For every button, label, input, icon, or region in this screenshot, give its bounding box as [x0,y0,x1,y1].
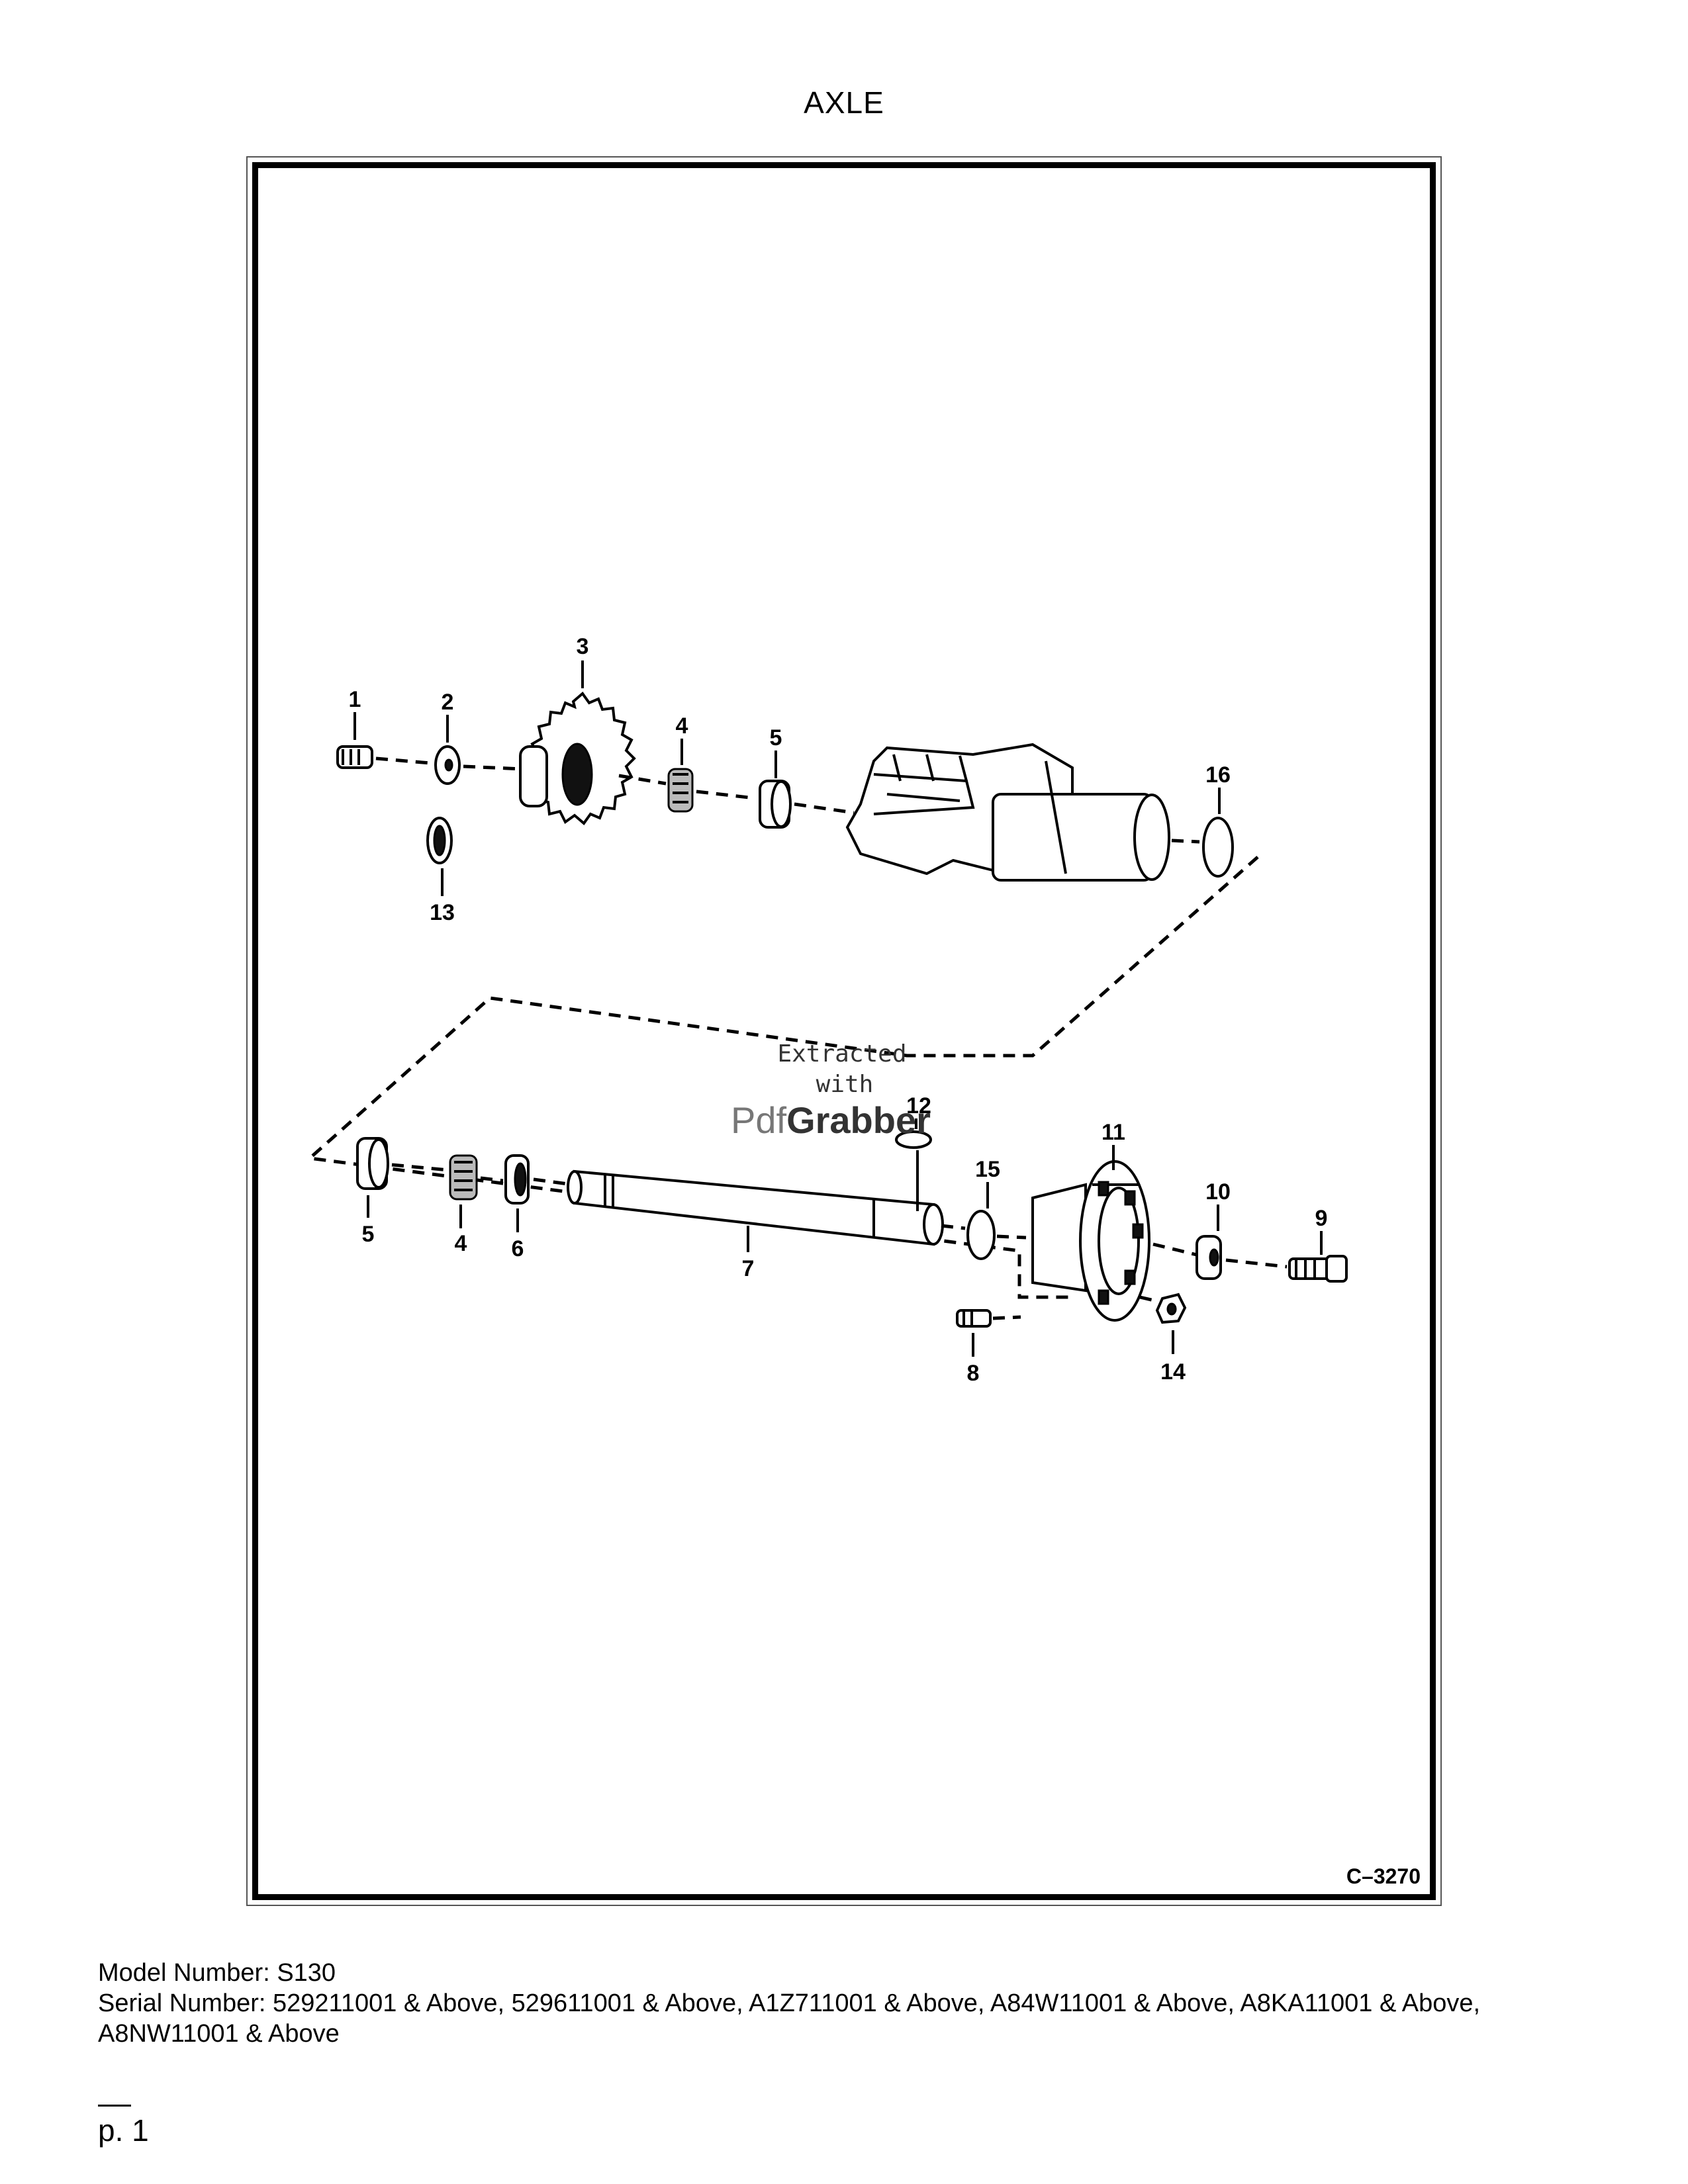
callout-5-lower: 5 [362,1222,375,1247]
part-4-bearing [667,768,694,813]
callout-4: 4 [676,713,688,739]
page-title: AXLE [804,85,884,120]
watermark-line-1: Extracted [777,1040,906,1068]
footer: Model Number: S130 Serial Number: 529211… [98,1958,1607,2049]
part-8-wheel-stud [956,1309,992,1328]
callout-9: 9 [1315,1206,1328,1231]
serial-numbers: Serial Number: 529211001 & Above, 529611… [98,1989,1481,2048]
part-4-bearing-lower [449,1154,478,1201]
part-5-bearing-cup-lower [356,1137,389,1190]
figure-frame [252,162,1436,1900]
callout-15: 15 [975,1157,1000,1182]
callout-14: 14 [1160,1359,1186,1385]
part-6-seal [504,1154,530,1205]
part-16-o-ring [1202,817,1234,878]
callout-6: 6 [512,1236,524,1261]
part-14-wheel-nut [1155,1293,1187,1324]
callout-11: 11 [1102,1120,1125,1145]
callout-5: 5 [770,725,782,751]
callout-12: 12 [906,1093,931,1118]
callout-8: 8 [967,1361,980,1386]
callout-13: 13 [430,900,455,925]
part-12-retaining-ring [895,1130,932,1149]
model-number: Model Number: S130 [98,1959,336,1987]
part-3-sprocket [519,692,636,825]
callout-16: 16 [1205,762,1231,788]
part-11-hub [1031,1160,1150,1322]
callout-4-lower: 4 [455,1231,467,1256]
watermark-line-2: with [816,1071,874,1098]
figure-frame-outer [246,156,1442,1906]
footer-rule [98,2105,131,2107]
callout-1: 1 [349,687,361,712]
watermark-brand: PdfGrabber [731,1099,931,1141]
part-1-bolt [336,745,373,769]
part-2-washer [434,745,461,785]
part-13-seal [426,817,453,864]
axle-housing [845,743,1170,882]
callout-7: 7 [742,1256,755,1281]
assembly-dashed-outline [306,856,1259,1299]
figure-id: C–3270 [1346,1864,1421,1888]
callout-3: 3 [577,634,589,659]
part-5-bearing-cup [759,780,792,829]
callout-10: 10 [1205,1179,1231,1205]
callout-2: 2 [442,690,454,715]
part-10-washer [1196,1235,1222,1280]
page-number: p. 1 [98,2113,149,2148]
part-7-axle-shaft [567,1169,944,1246]
part-9-bolt [1288,1255,1348,1283]
part-15-seal [966,1210,996,1260]
